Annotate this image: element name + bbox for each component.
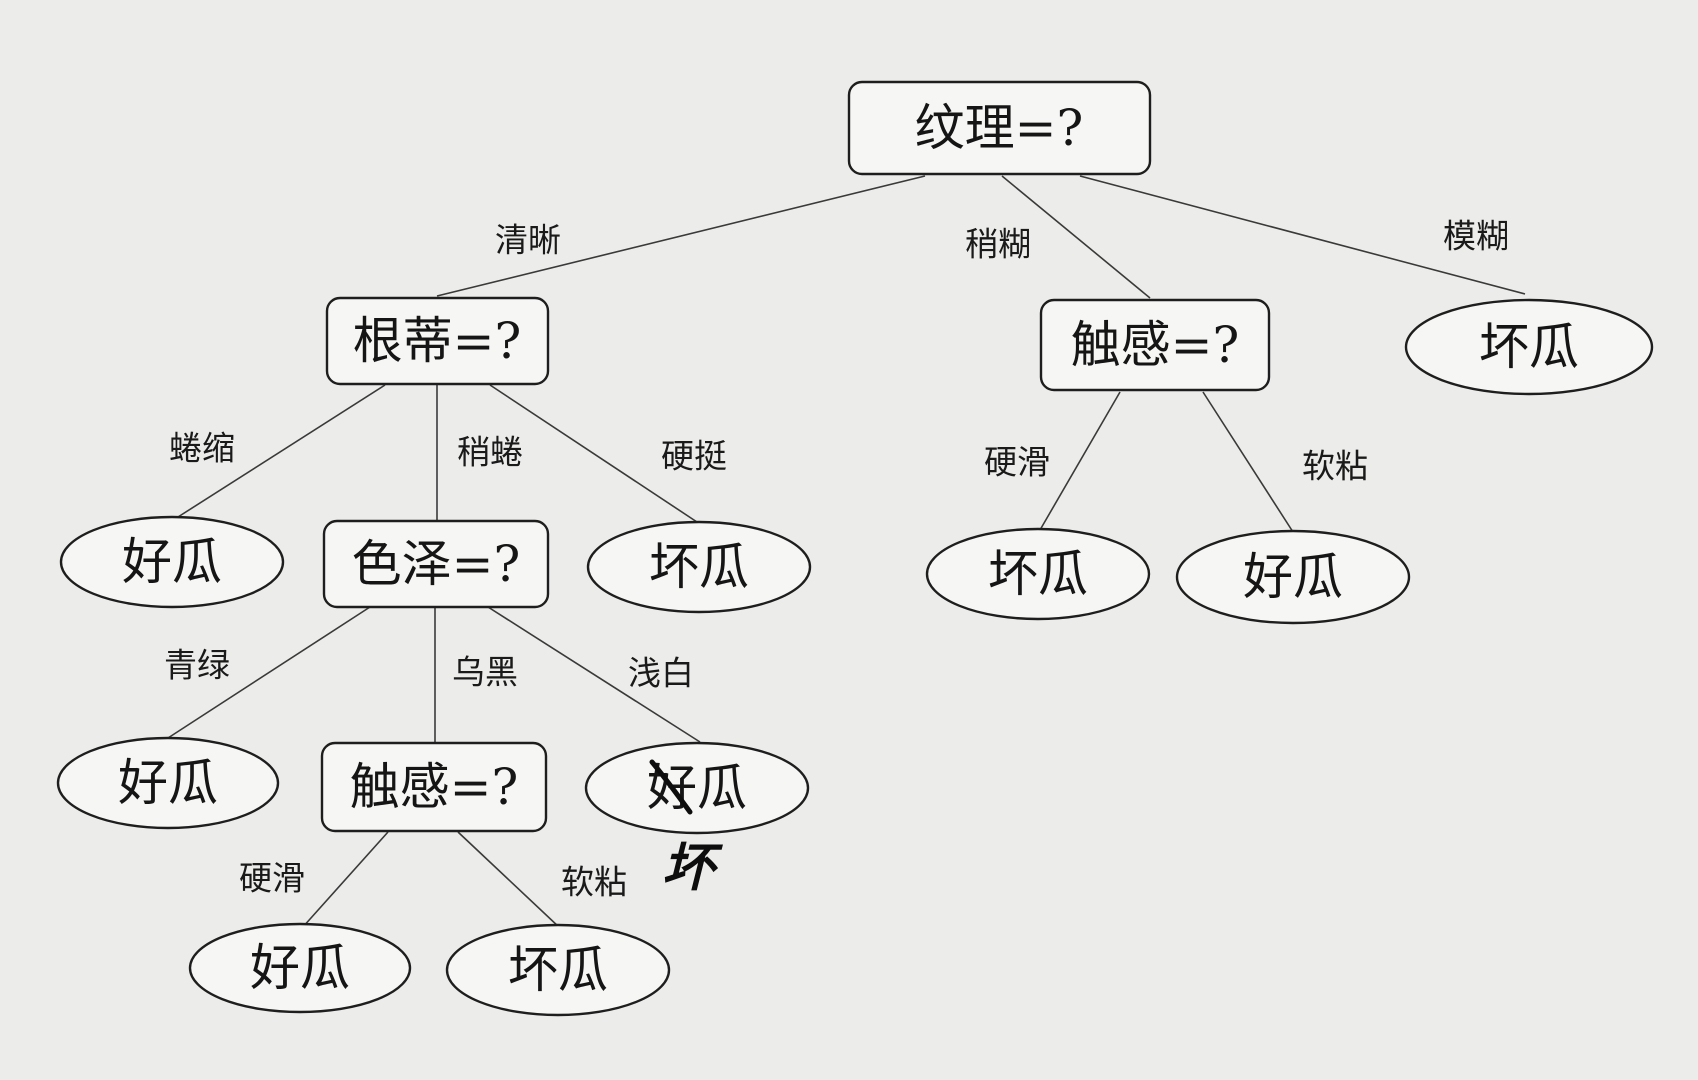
edge-label-mohu: 模糊: [1443, 217, 1509, 256]
node-label: 色泽=?: [352, 535, 521, 593]
leaf-label: 坏瓜: [508, 941, 608, 999]
edge-root-chugan: [1001, 175, 1151, 299]
node-label: 触感=?: [1071, 316, 1240, 374]
leaf-label: 好瓜: [647, 759, 747, 817]
edge-label-wuhei: 乌黑: [452, 653, 518, 692]
leaf-node-bottom-ruanzhan: 坏瓜: [445, 923, 671, 1017]
edge-label-yingting: 硬挺: [661, 437, 727, 476]
handwritten-correction: 坏: [649, 759, 723, 899]
edge-label-right-yinghua: 硬滑: [984, 443, 1050, 482]
leaf-node-qinglv: 好瓜: [56, 736, 280, 830]
edge-label-qianbai: 浅白: [628, 654, 694, 693]
node-label: 纹理=?: [915, 99, 1084, 157]
edge-label-shaoquan: 稍蜷: [457, 433, 523, 472]
edge-chugan2-ruanzhan: [457, 831, 561, 929]
leaf-node-right-yinghua: 坏瓜: [925, 527, 1151, 621]
edge-labels: 清晰 稍糊 模糊 蜷缩 稍蜷 硬挺 硬滑 软粘 青绿 乌黑 浅白 硬滑 软粘: [164, 217, 1509, 902]
node-label: 触感=?: [350, 758, 519, 816]
decision-node-root-stem: 根蒂=?: [325, 296, 550, 386]
leaf-label: 好瓜: [118, 754, 218, 812]
leaf-node-qianbai: 好瓜: [584, 741, 810, 835]
edge-sezhe-qinglv: [167, 606, 371, 739]
leaf-label: 好瓜: [122, 533, 222, 591]
decision-node-touch-bottom: 触感=?: [320, 741, 548, 833]
leaf-label: 坏瓜: [1479, 318, 1579, 376]
edge-gendi-quansuo: [177, 384, 386, 518]
decision-node-texture: 纹理=?: [847, 80, 1152, 176]
edge-chugan-ruanzhan: [1202, 391, 1294, 533]
leaf-label: 好瓜: [1243, 548, 1343, 606]
edge-root-mohu: [1079, 175, 1526, 295]
correction-text: 坏: [662, 838, 723, 899]
edge-label-bottom-ruanzhan: 软粘: [561, 863, 627, 902]
edge-label-right-ruanzhan: 软粘: [1302, 447, 1368, 486]
edge-root-gendi: [436, 175, 926, 297]
decision-node-touch-right: 触感=?: [1039, 298, 1271, 392]
edge-label-qinglv: 青绿: [164, 646, 230, 685]
edge-sezhe-qianbai: [487, 606, 701, 743]
strike-mark: [649, 759, 693, 815]
edge-label-shaohu: 稍糊: [965, 225, 1031, 264]
leaf-label: 坏瓜: [988, 545, 1088, 603]
leaf-label: 坏瓜: [649, 538, 749, 596]
edge-label-quansuo: 蜷缩: [169, 429, 235, 468]
leaf-node-yingting: 坏瓜: [586, 520, 812, 614]
leaf-node-right-ruanzhan: 好瓜: [1175, 529, 1411, 625]
edge-label-qingxi: 清晰: [495, 221, 561, 260]
leaf-label: 好瓜: [250, 939, 350, 997]
leaf-node-bottom-yinghua: 好瓜: [188, 922, 412, 1014]
edge-gendi-yingting: [489, 384, 698, 523]
leaf-node-mohu: 坏瓜: [1404, 298, 1654, 396]
leaf-node-quansuo: 好瓜: [59, 515, 285, 609]
edge-chugan-yinghua: [1039, 391, 1121, 531]
edge-chugan2-yinghua: [301, 831, 389, 929]
tree-edges: [167, 175, 1526, 929]
decision-node-color: 色泽=?: [322, 519, 550, 609]
node-label: 根蒂=?: [353, 312, 522, 370]
edge-label-bottom-yinghua: 硬滑: [239, 859, 305, 898]
